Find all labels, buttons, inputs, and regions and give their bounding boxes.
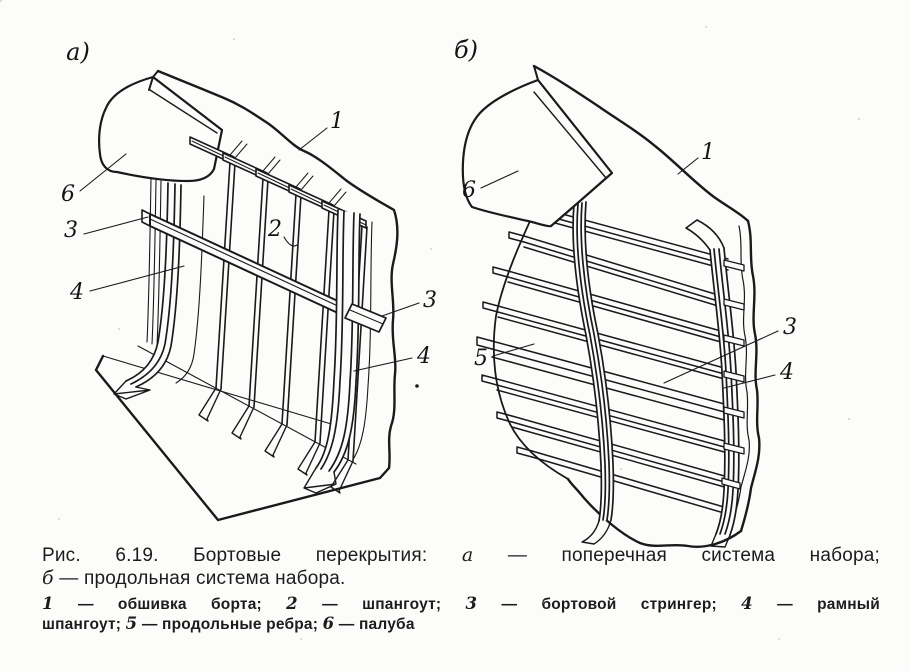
frame-a-1 (189, 136, 248, 422)
shell-right-edge-b (739, 219, 761, 533)
leader-deck-b (480, 170, 519, 189)
rib-b-1 (523, 235, 729, 310)
leader-web-frame-right-a (353, 357, 413, 372)
caption-line-1: Рис. 6.19. Бортовые перекрытия: а — попе… (42, 544, 880, 566)
deck-b (461, 65, 614, 228)
leader-deck-a (79, 153, 127, 192)
rib-b-6 (511, 415, 729, 489)
leader-shell-b (677, 157, 699, 175)
leader-stringer-left-a (83, 216, 149, 235)
leader-stringer-right-a (381, 302, 420, 317)
shell-right-inner-b (730, 225, 750, 528)
callout-a-stringer-right: 3 (423, 288, 437, 313)
panel-b-drawing (461, 64, 779, 548)
leader-frame-a (283, 236, 298, 247)
frame-a-3 (255, 168, 314, 458)
rib-b-5 (496, 378, 729, 454)
callout-b-web-frame: 4 (780, 360, 794, 385)
print-dot (415, 384, 419, 388)
leader-longitudinals-b (492, 343, 535, 357)
deck-lip-a (148, 70, 159, 91)
callout-a-shell: 1 (330, 109, 344, 134)
rib-b-6-tip (496, 411, 513, 423)
web-frame-right-a (303, 209, 361, 494)
panel-a-drawing (79, 69, 420, 522)
legend-line-1: 1 — обшивка борта; 2 — шпангоут; 3 — бор… (42, 594, 880, 613)
deck-flange-a (149, 89, 218, 134)
callout-b-longitudinals: 5 (474, 346, 488, 371)
shell-bottom-edge-b (566, 477, 743, 548)
leader-lines-b (480, 157, 779, 389)
leader-web-frame-b (723, 374, 776, 389)
leader-web-frame-left-a (89, 265, 185, 292)
web-frame-left-foot-a (113, 380, 151, 400)
callout-b-shell: 1 (701, 140, 715, 165)
caption-line-2: б — продольная система набора. (42, 567, 346, 589)
panel-b-tag: б) (453, 36, 479, 64)
shell-plating-a (156, 69, 399, 470)
rib-b-5-tip (481, 374, 498, 386)
rib-b-3 (497, 305, 729, 381)
rib-b-stringer-tip (476, 336, 493, 350)
web-frame-left-b (572, 201, 615, 545)
callout-b-deck: 6 (462, 178, 476, 203)
stringer-shelf-a (344, 303, 387, 333)
callout-a-stringer-left: 3 (64, 218, 78, 243)
panel-a-tag: а) (66, 38, 90, 66)
figure-caption: Рис. 6.19. Бортовые перекрытия: а — попе… (42, 544, 880, 590)
shell-edge-cluster-a (146, 177, 162, 347)
rib-b-7 (531, 450, 725, 514)
rib-b-3-tip (482, 301, 499, 313)
callout-a-web-frame-left: 4 (70, 280, 84, 305)
floor-plate-a (94, 354, 391, 522)
rib-b-7-tip (516, 446, 533, 458)
callout-a-deck: 6 (61, 182, 75, 207)
rib-b-1-tip (508, 231, 525, 243)
leader-lines-a (79, 127, 420, 372)
figure-legend: 1 — обшивка борта; 2 — шпангоут; 3 — бор… (42, 594, 880, 634)
rib-end-tabs-b (721, 259, 745, 490)
callout-b-stringer: 3 (783, 315, 797, 340)
bilge-seam-a (137, 345, 357, 465)
callout-a-frame: 2 (268, 217, 282, 242)
shell-left-edge-b (492, 205, 569, 480)
leader-stringer-b (663, 330, 779, 384)
leader-shell-a (298, 127, 328, 151)
legend-line-2: шпангоут; 5 — продольные ребра; 6 — палу… (42, 613, 415, 633)
shell-top-edge-b (532, 64, 750, 223)
rib-b-stringer (491, 340, 729, 422)
deck-a (98, 75, 224, 183)
rib-b-2-tip (492, 266, 509, 278)
callout-a-web-frame-right: 4 (417, 344, 431, 369)
web-frame-right-face-a (353, 221, 373, 459)
rib-b-2 (507, 270, 729, 345)
paper-speckles (0, 0, 2, 2)
